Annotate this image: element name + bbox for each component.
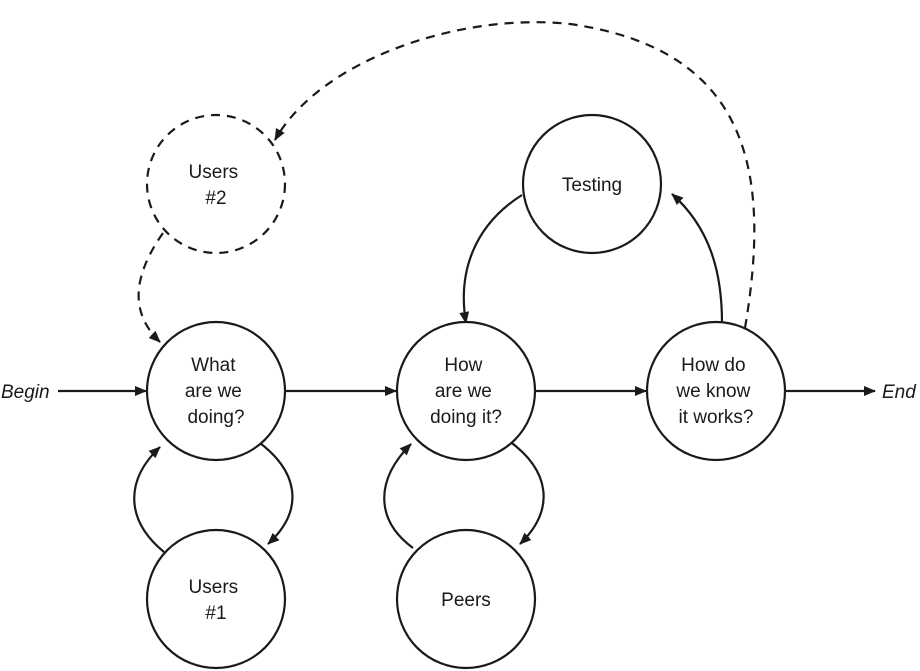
- node-users2-circle: [145, 113, 287, 255]
- node-peers-line-1: Peers: [441, 590, 491, 611]
- node-peers: Peers: [395, 528, 537, 670]
- node-users1-line-2: #1: [205, 603, 226, 624]
- node-what: What are we doing?: [145, 320, 287, 462]
- node-how-line-2: are we: [435, 381, 492, 402]
- node-testing-line-1: Testing: [562, 175, 622, 196]
- edge-what-to-users1: [252, 437, 294, 545]
- node-testing-label: Testing: [562, 175, 622, 196]
- node-how: How are we doing it?: [395, 320, 537, 462]
- node-users1-circle: [145, 528, 287, 670]
- node-peers-circle: [395, 528, 537, 670]
- begin-label: Begin: [1, 382, 50, 403]
- node-users2-line-2: #2: [205, 188, 226, 209]
- node-know-line-1: How do: [681, 355, 745, 376]
- node-what-line-3: doing?: [187, 407, 244, 428]
- node-users1: Users #1: [145, 528, 287, 670]
- node-know-circle: [645, 320, 787, 462]
- node-what-label: What are we doing?: [185, 355, 247, 428]
- edge-peers-to-how: [383, 443, 414, 549]
- edge-testing-to-how: [459, 194, 523, 324]
- edge-users1-to-what: [133, 446, 165, 553]
- node-users2: Users #2: [145, 113, 287, 255]
- node-know: How do we know it works?: [645, 320, 787, 462]
- node-how-label: How are we doing it?: [430, 355, 502, 428]
- node-how-line-1: How: [444, 355, 482, 376]
- edge-how-to-peers: [504, 437, 545, 545]
- node-users2-label: Users #2: [189, 162, 244, 209]
- edges: [58, 21, 876, 553]
- node-users1-label: Users #1: [189, 577, 244, 624]
- edge-users2-to-what: [137, 232, 164, 343]
- end-label: End: [882, 382, 917, 403]
- node-how-circle: [395, 320, 537, 462]
- node-users2-line-1: Users: [189, 162, 239, 183]
- node-testing: Testing: [521, 113, 663, 255]
- node-what-circle: [145, 320, 287, 462]
- node-what-line-2: are we: [185, 381, 242, 402]
- edge-know-to-testing: [671, 193, 724, 324]
- node-what-line-1: What: [191, 355, 236, 376]
- edge-know-to-users2: [274, 21, 756, 329]
- node-know-label: How do we know it works?: [675, 355, 755, 428]
- node-how-line-3: doing it?: [430, 407, 502, 428]
- node-know-line-3: it works?: [679, 407, 754, 428]
- node-testing-circle: [521, 113, 663, 255]
- node-users1-line-1: Users: [189, 577, 239, 598]
- node-peers-label: Peers: [441, 590, 491, 611]
- node-know-line-2: we know: [675, 381, 750, 402]
